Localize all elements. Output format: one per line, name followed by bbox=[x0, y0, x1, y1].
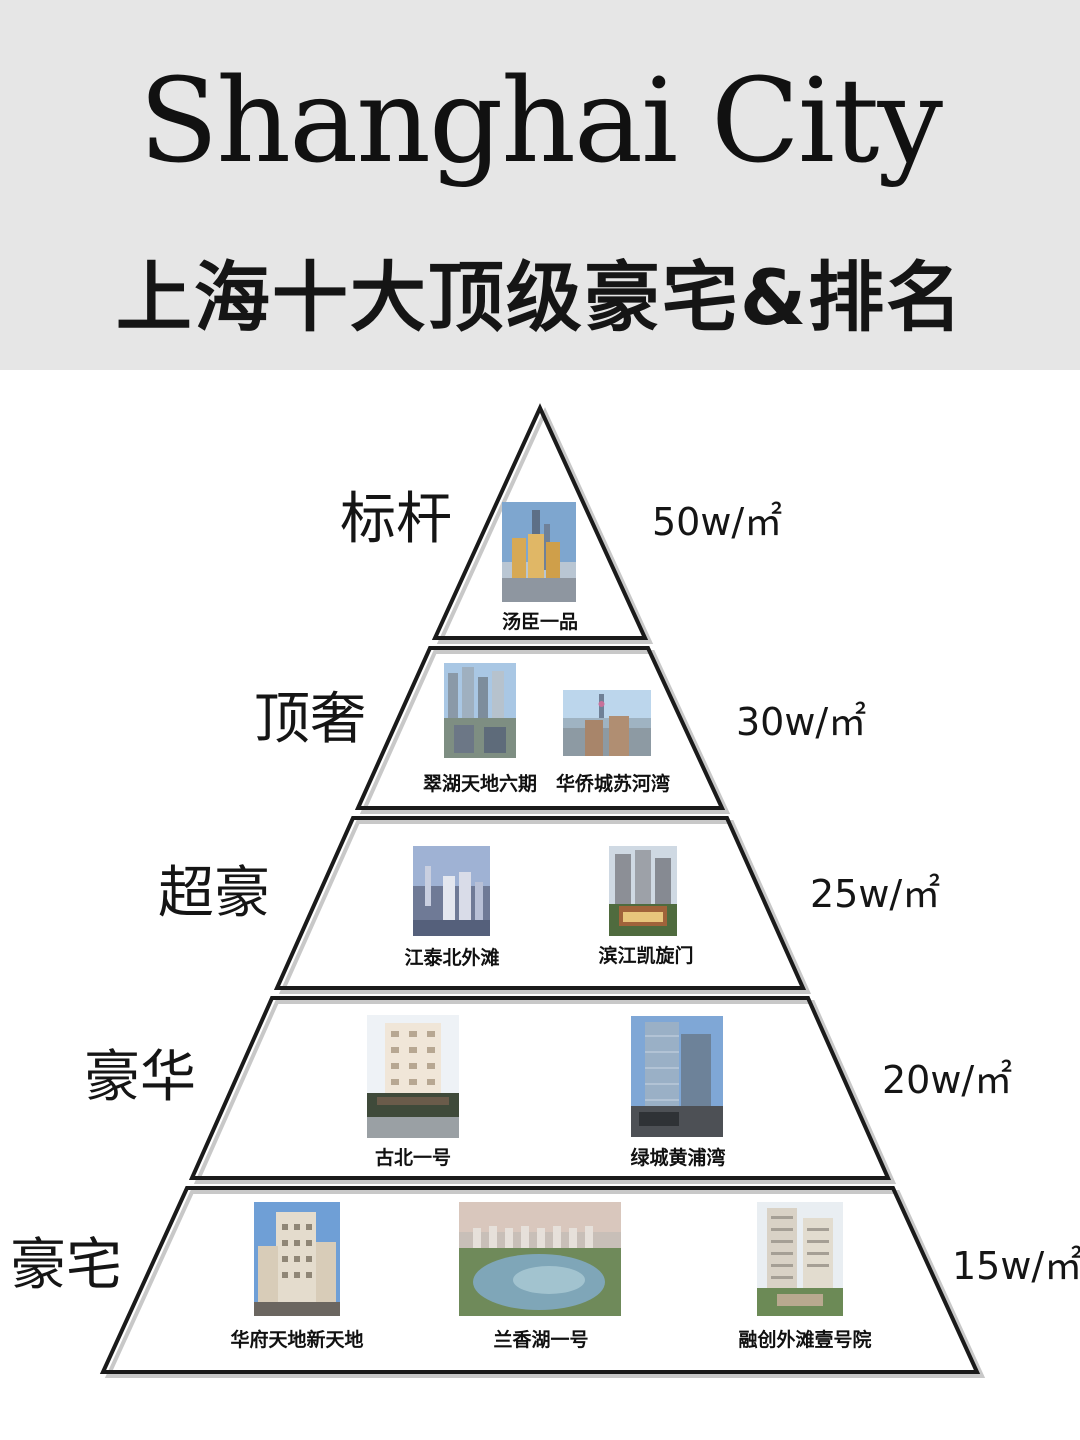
tier-5-outline bbox=[99, 1186, 981, 1374]
property-caption: 江泰北外滩 bbox=[404, 947, 500, 969]
tier-label-mansion: 豪宅 bbox=[10, 1233, 122, 1298]
tier-price-4: 20w/㎡ bbox=[882, 1058, 1013, 1102]
tier-label-top-luxury: 顶奢 bbox=[254, 687, 366, 752]
title-english: Shanghai City bbox=[138, 54, 943, 189]
tier-label-deluxe: 豪华 bbox=[84, 1045, 196, 1110]
building-photo bbox=[563, 690, 651, 756]
property-caption: 古北一号 bbox=[374, 1147, 451, 1169]
pyramid-outline bbox=[99, 403, 986, 1378]
building-photo bbox=[254, 1202, 340, 1316]
building-photo bbox=[413, 846, 490, 936]
building-photo bbox=[631, 1016, 723, 1137]
tier-2-outline bbox=[354, 646, 726, 810]
tier-label-benchmark: 标杆 bbox=[340, 487, 452, 552]
tier-1-outline bbox=[431, 403, 649, 640]
building-photo bbox=[502, 502, 576, 602]
property-caption: 汤臣一品 bbox=[501, 611, 578, 633]
property-caption: 滨江凯旋门 bbox=[598, 945, 694, 967]
tier-price-1: 50w/㎡ bbox=[652, 500, 783, 544]
tier-3-outline bbox=[273, 816, 807, 990]
tier-4-outline bbox=[188, 996, 892, 1180]
title-chinese: 上海十大顶级豪宅&排名 bbox=[115, 253, 965, 342]
property-caption: 翠湖天地六期 bbox=[422, 773, 537, 795]
property-caption: 兰香湖一号 bbox=[493, 1329, 589, 1351]
property-caption: 华府天地新天地 bbox=[230, 1329, 364, 1351]
header-banner: Shanghai City 上海十大顶级豪宅&排名 bbox=[0, 0, 1080, 370]
building-photo bbox=[757, 1202, 843, 1316]
building-photo bbox=[609, 846, 677, 936]
tier-label-super-luxury: 超豪 bbox=[158, 861, 270, 926]
property-caption: 华侨城苏河湾 bbox=[555, 773, 670, 795]
tier-price-3: 25w/㎡ bbox=[810, 872, 941, 916]
building-photo bbox=[459, 1202, 621, 1316]
tier-price-2: 30w/㎡ bbox=[736, 700, 867, 744]
property-caption: 绿城黄浦湾 bbox=[630, 1147, 726, 1169]
building-photo bbox=[444, 663, 516, 758]
building-photo bbox=[367, 1015, 459, 1138]
property-caption: 融创外滩壹号院 bbox=[738, 1329, 872, 1351]
tier-price-5: 15w/㎡ bbox=[952, 1244, 1080, 1288]
